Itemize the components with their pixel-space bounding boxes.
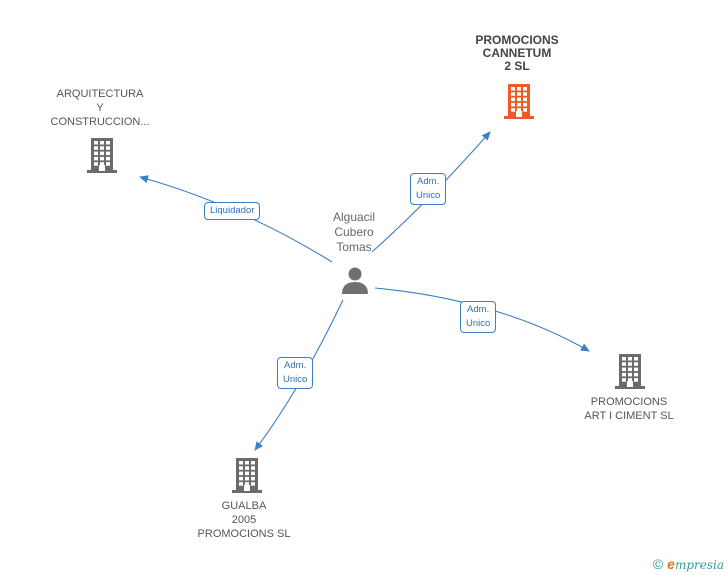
copyright-icon: © — [652, 556, 664, 572]
company-name-arquitectura[interactable]: ARQUITECTURA Y CONSTRUCCION... — [50, 88, 150, 128]
brand-footer: ©empresia — [653, 556, 724, 572]
relation-label-liquidador[interactable]: Liquidador — [204, 202, 261, 220]
building-icon[interactable] — [86, 137, 118, 173]
company-name-artiment[interactable]: PROMOCIONS ART I CIMENT SL — [584, 396, 674, 422]
building-icon-highlighted[interactable] — [503, 83, 535, 119]
building-icon[interactable] — [614, 353, 646, 389]
person-icon[interactable] — [340, 265, 370, 295]
brand-initial: e — [667, 556, 675, 572]
brand-name: mpresia — [674, 558, 724, 572]
relation-label-cannetum[interactable]: Adm. Unico — [410, 173, 447, 205]
relation-label-artiment[interactable]: Adm. Unico — [460, 301, 497, 333]
relation-label-gualba[interactable]: Adm. Unico — [277, 357, 314, 389]
company-name-cannetum[interactable]: PROMOCIONS CANNETUM 2 SL — [475, 33, 559, 73]
company-name-gualba[interactable]: GUALBA 2005 PROMOCIONS SL — [197, 500, 291, 540]
building-icon[interactable] — [231, 457, 263, 493]
person-name[interactable]: Alguacil Cubero Tomas — [332, 210, 376, 254]
